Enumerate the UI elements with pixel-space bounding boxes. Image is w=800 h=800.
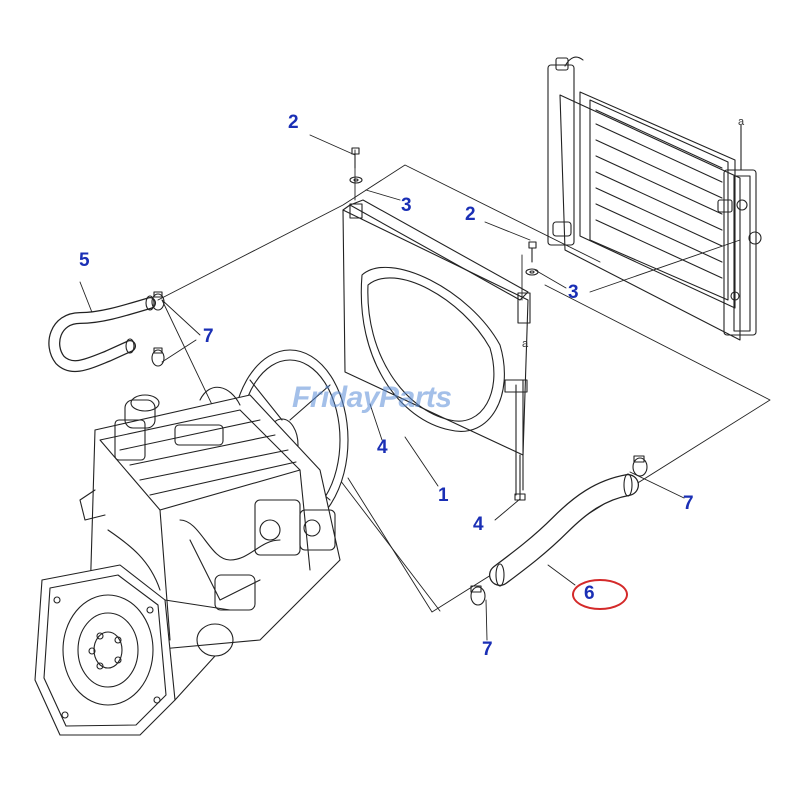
lower-hose — [489, 473, 639, 587]
callout-4-lower: 4 — [473, 514, 484, 535]
engine — [34, 349, 349, 736]
callout-7-bottom: 7 — [482, 639, 493, 660]
highlight-ring — [572, 579, 628, 610]
callout-7-upper: 7 — [203, 326, 214, 347]
bolt-top — [349, 147, 363, 184]
radiator — [547, 56, 762, 341]
callout-2-right: 2 — [465, 204, 476, 225]
callout-4-left: 4 — [377, 437, 388, 458]
callout-3-right: 3 — [568, 282, 579, 303]
reference-mark-shroud: a — [522, 338, 529, 350]
callout-2-top: 2 — [288, 112, 299, 133]
callout-1: 1 — [438, 485, 449, 506]
upper-hose — [48, 295, 156, 373]
watermark-logo: FridayParts — [292, 381, 452, 414]
reference-mark-radiator: a — [738, 116, 745, 128]
callout-7-right: 7 — [683, 493, 694, 514]
bolt-right — [525, 241, 539, 276]
fan-shroud — [342, 199, 531, 501]
callout-6: 6 — [584, 583, 595, 604]
callout-5: 5 — [79, 250, 90, 271]
hose-clamp-upper — [151, 291, 165, 367]
callout-3-top: 3 — [401, 195, 412, 216]
hose-clamp-lower — [470, 455, 648, 606]
